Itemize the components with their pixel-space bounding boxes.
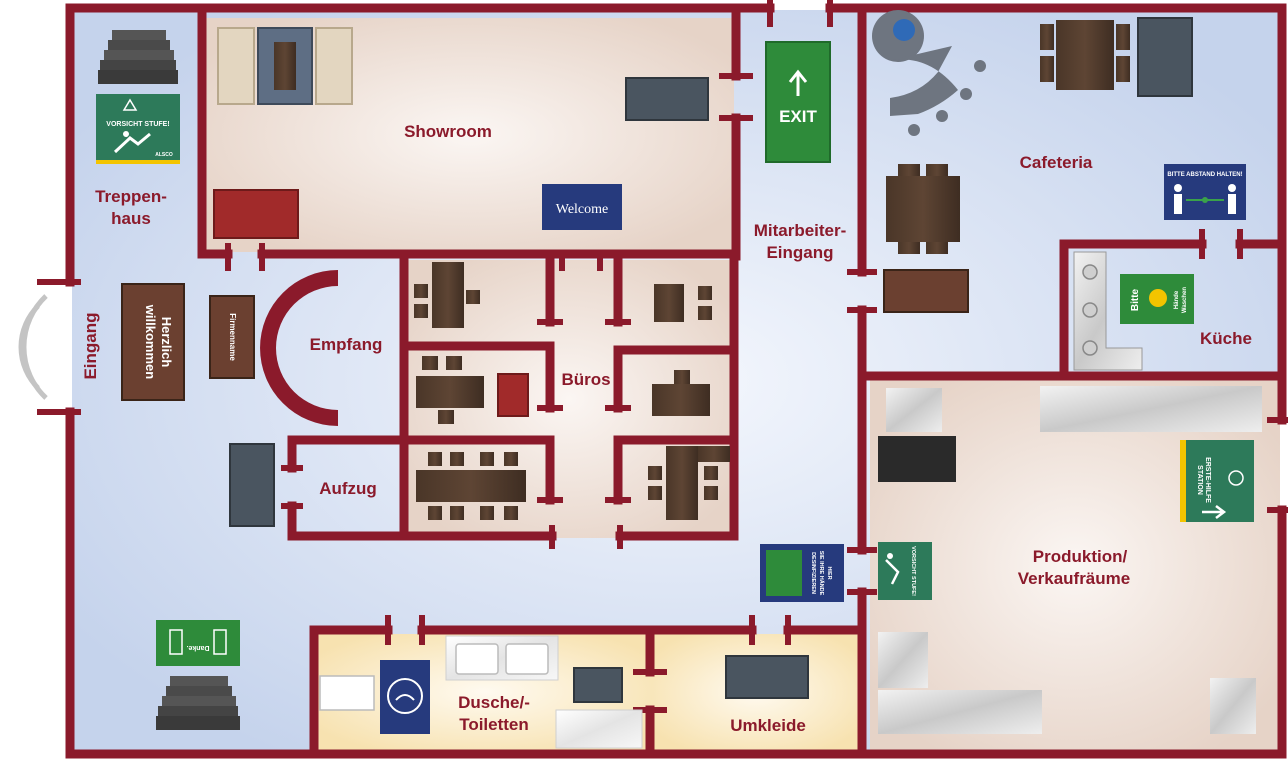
bitte-abstand-mat: BITTE ABSTAND HALTEN! [1164,164,1246,220]
exit-mat[interactable]: EXIT [765,41,831,163]
firmenname-mat: Firmenname [209,295,255,379]
cafeteria-label: Cafeteria [1020,153,1093,172]
waschen-text: Waschen [1182,287,1188,313]
kitchen-counter [1073,251,1143,371]
vorsicht-stufe-mat-rotated: VORSICHT STUFE! [878,542,932,600]
herzlich-text: Herzlich [159,317,174,368]
production-furniture [878,386,1262,734]
kueche-label: Küche [1200,329,1252,348]
danke-text: Danke. [186,644,209,651]
herzlich-willkommen-mat: Herzlich willkommen [121,283,185,401]
erste-hilfe-text: ERSTE-HILFE [1204,457,1211,503]
office-red-mat [497,373,529,417]
cafeteria-furniture [872,10,1193,313]
mitarbeiter-label-2: Eingang [766,243,833,262]
welcome-text: Welcome [556,202,609,217]
produktion-label-2: Verkaufräume [1018,569,1130,588]
firmenname-text: Firmenname [228,313,237,361]
dusche-label-2: Toiletten [459,715,529,734]
mitarbeiter-label-1: Mitarbeiter- [754,221,847,240]
ihre-haende-text: SIE IHRE HÄNDE [818,551,825,596]
stairs-icon [156,676,240,730]
arrow-right-icon [1202,505,1227,519]
vorsicht-rotated-text: VORSICHT STUFE! [910,546,916,596]
vorsicht-stufe-mat: VORSICHT STUFE! ALSCO [96,94,180,164]
treppenhaus-label-2: haus [111,209,151,228]
bathroom-furniture [319,635,643,749]
aufzug-mat [229,443,275,527]
welcome-mat: Welcome [542,184,622,230]
aufzug-label: Aufzug [319,479,377,498]
reception-desk [260,270,338,426]
haende-text: Hände [1174,290,1180,309]
produktion-label-1: Produktion/ [1033,547,1128,566]
treppenhaus-label-1: Treppen- [95,187,167,206]
willkommen-text: willkommen [143,304,158,379]
alsco-brand-text: ALSCO [155,152,173,158]
vorsicht-stufe-text: VORSICHT STUFE! [106,121,169,128]
entrance-door-icon[interactable] [18,294,48,400]
stairs-icon [98,30,178,84]
bueros-label: Büros [561,370,610,389]
dusche-label-1: Dusche/- [458,693,530,712]
hand-wash-mat [380,660,430,734]
bitte-text: Bitte [1130,288,1141,311]
eingang-label: Eingang [81,312,100,379]
hier-text: HIER [826,566,832,579]
bitte-abstand-text: BITTE ABSTAND HALTEN! [1167,172,1242,178]
danke-mat: Danke. [156,620,240,666]
showroom-label: Showroom [404,122,492,141]
hand-wash-icon [387,678,423,714]
arrow-up-icon [788,69,808,96]
bitte-haende-waschen-mat: Bitte Hände Waschen [1120,274,1194,324]
desinfizieren-mat: DESINFIZIEREN SIE IHRE HÄNDE HIER [760,544,844,602]
umkleide-label: Umkleide [730,716,806,735]
desinfizieren-text: DESINFIZIEREN [810,552,816,594]
exit-text: EXIT [779,107,817,126]
empfang-label: Empfang [310,335,383,354]
station-text: STATION [1196,465,1203,495]
showroom-furniture [213,27,709,239]
erste-hilfe-mat[interactable]: ERSTE-HILFE STATION [1180,440,1254,522]
office-furniture [414,262,730,520]
umkleide-mat [725,655,809,699]
room-labels: Treppen- haus Eingang Showroom Empfang B… [81,122,1252,735]
walls [37,0,1288,759]
